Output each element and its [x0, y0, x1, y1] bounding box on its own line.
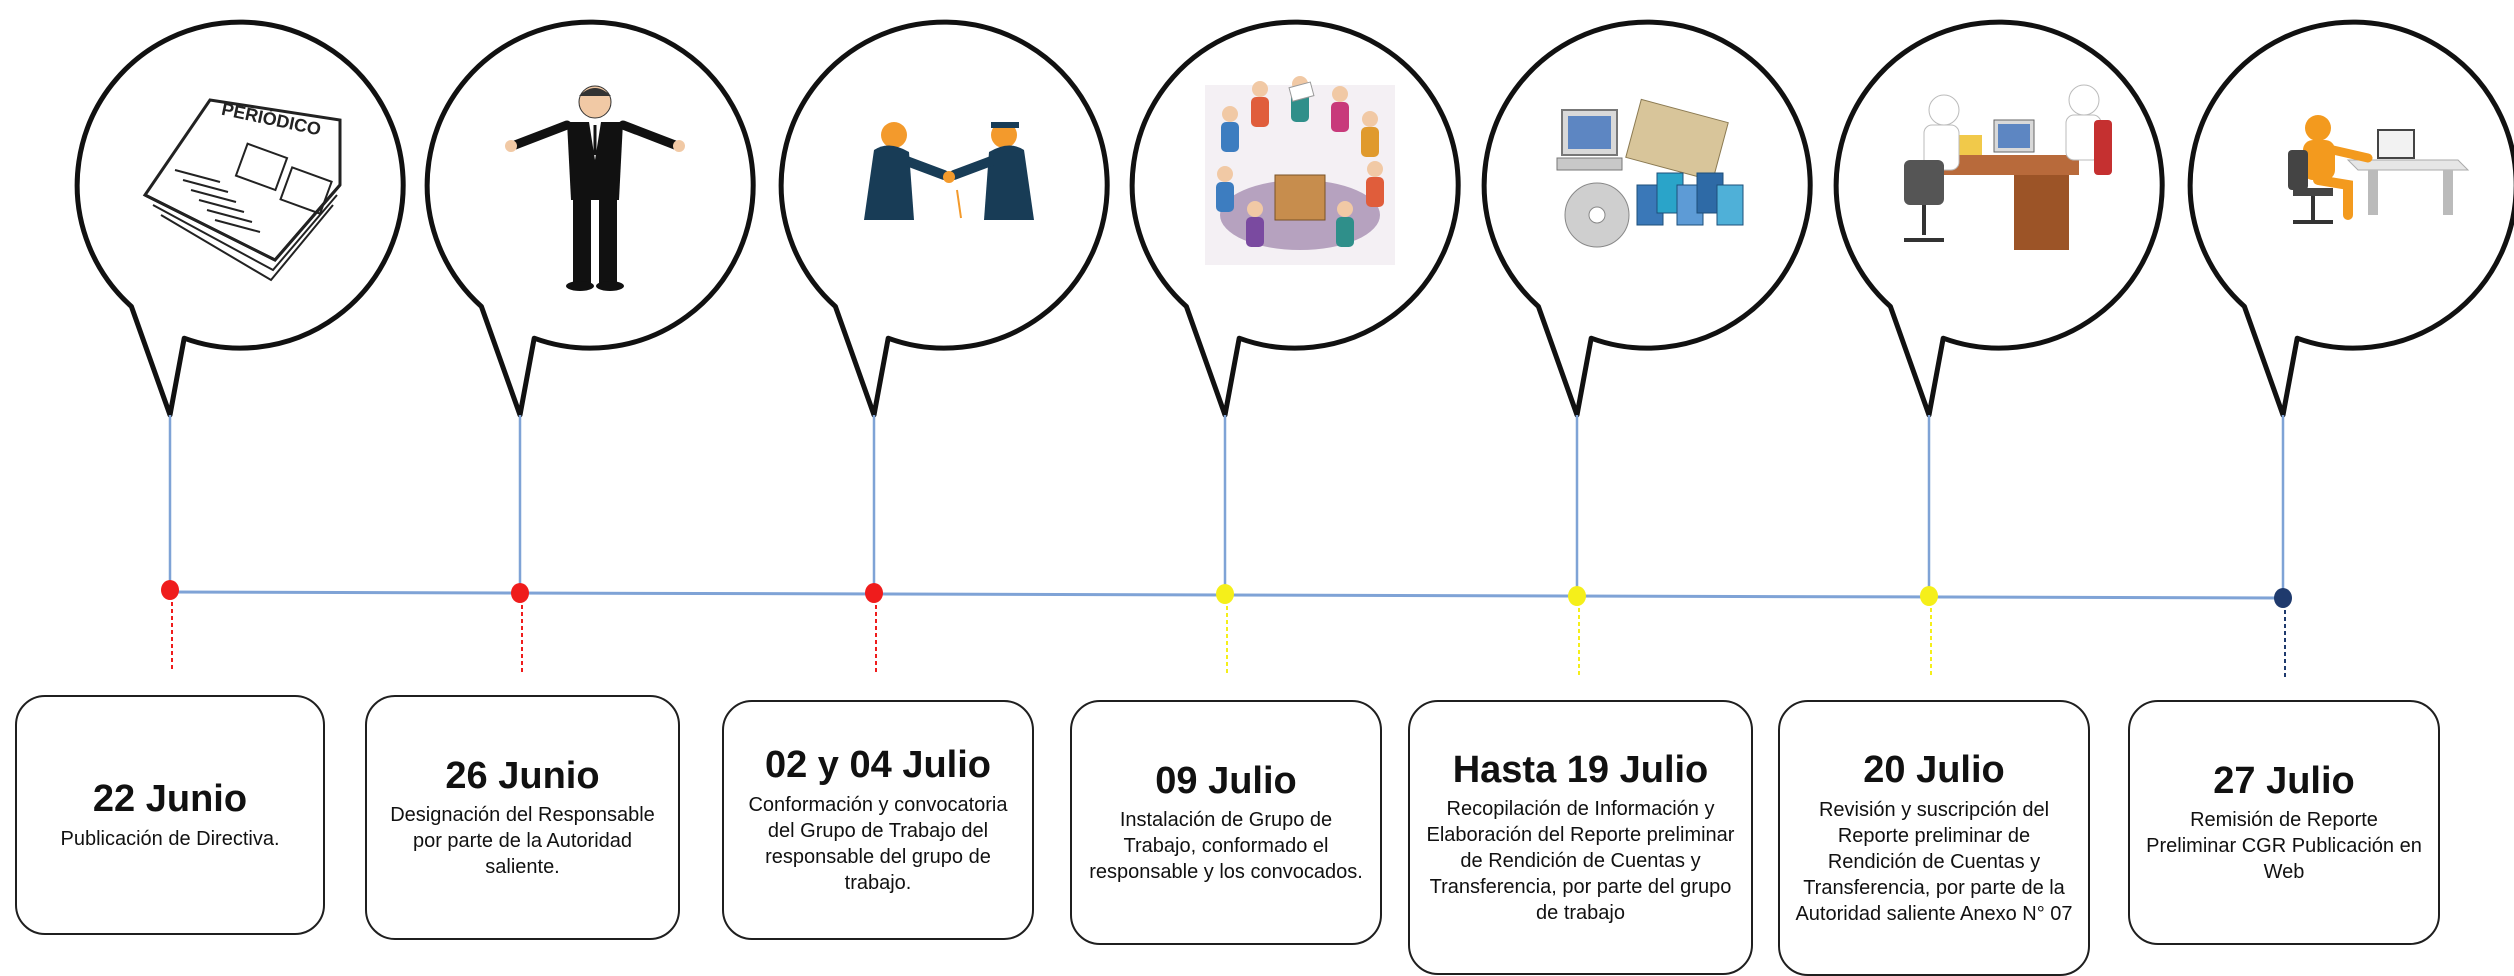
- milestone-dot: [161, 580, 179, 600]
- office-review-icon: [1904, 84, 2112, 250]
- speech-bubble: [1833, 19, 2165, 418]
- milestone-dot: [1216, 584, 1234, 604]
- speech-bubble: PERIÓDICO: [74, 19, 406, 418]
- speech-bubble: [2187, 19, 2514, 418]
- milestone-dot: [2274, 588, 2292, 608]
- newspaper-icon: PERIÓDICO: [142, 98, 342, 282]
- speech-bubble: [1481, 19, 1813, 418]
- milestone-dot: [1920, 586, 1938, 606]
- speech-bubble-outline: [778, 19, 1110, 418]
- event-date: 22 Junio: [92, 778, 248, 821]
- event-description: Publicación de Directiva.: [60, 827, 280, 850]
- speech-bubble: [778, 19, 1110, 418]
- event-description: Instalación de Grupo de Trabajo, conform…: [1089, 809, 1363, 884]
- milestone-dot: [511, 583, 529, 603]
- team-meeting-icon: [1205, 76, 1395, 265]
- milestone-dot: [865, 583, 883, 603]
- businessman-icon: [505, 85, 685, 291]
- event-date: 09 Julio: [1155, 759, 1297, 802]
- speech-bubble-outline: [1833, 19, 2165, 418]
- event-date: 20 Julio: [1863, 749, 2005, 792]
- event-description: Designación del Responsable por parte de…: [390, 804, 655, 879]
- speech-bubble-outline: [2187, 19, 2514, 418]
- computer-documents-icon: [1556, 98, 1744, 248]
- speech-bubble: [1129, 19, 1461, 418]
- event-date: 02 y 04 Julio: [764, 744, 991, 787]
- event-date: 26 Junio: [445, 754, 600, 797]
- event-description: Remisión de Reporte Preliminar CGR Publi…: [2146, 809, 2422, 884]
- person-laptop-icon: [2288, 115, 2470, 224]
- event-description: Revisión y suscripción del Reporte preli…: [1795, 798, 2073, 925]
- handshake-icon: [864, 122, 1034, 220]
- event-date: Hasta 19 Julio: [1452, 748, 1709, 791]
- milestone-dot: [1568, 586, 1586, 606]
- event-description: Recopilación de Información y Elaboració…: [1426, 798, 1735, 925]
- event-description: Conformación y convocatoria del Grupo de…: [748, 793, 1008, 894]
- speech-bubble: [424, 19, 756, 418]
- event-date: 27 Julio: [2213, 759, 2355, 802]
